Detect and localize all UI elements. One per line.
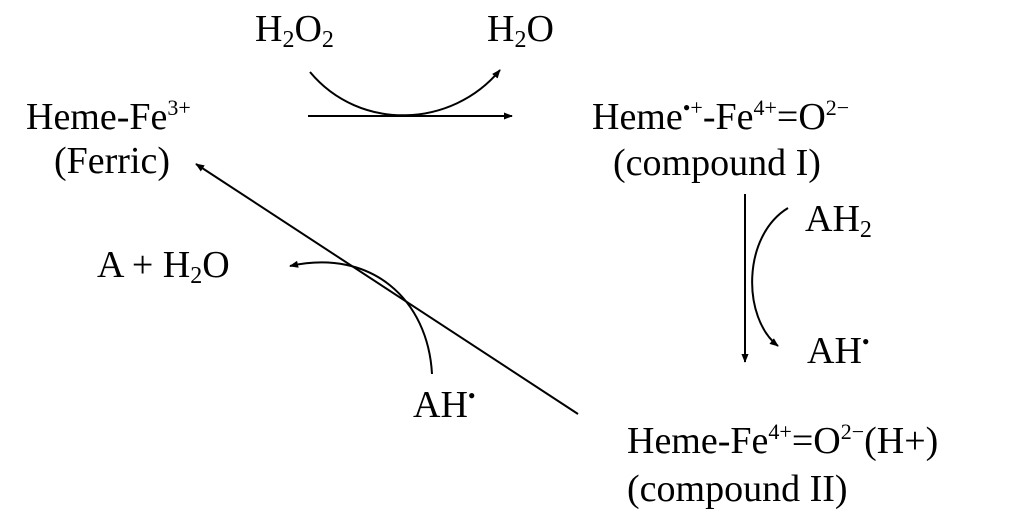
ah2-label: AH2 [805,198,872,243]
compound1-heme: Heme [592,96,683,138]
compound1-name: (compound I) [613,142,821,184]
ah2-base: AH [805,198,860,240]
ferric-state-label: Heme-Fe3+ [26,96,191,138]
compound1-formula-label: Heme•+-Fe4+=O2− [592,96,849,138]
compound2-name-label: (compound II) [627,468,848,510]
arrow-h2o2-to-h2o [309,69,501,117]
h2o2-label: H2O2 [255,8,334,53]
ferric-heme-fe: Heme-Fe [26,96,168,138]
a-plus-h: A + H [97,244,191,286]
h2o2-sub1: 2 [282,27,295,53]
compound1-name-label: (compound I) [613,142,821,184]
ferric-charge: 3+ [167,95,191,120]
ah-right-radical-dot: • [861,329,870,354]
compound1-radical-cation: •+ [682,95,703,120]
arrow-compound2-to-ferric [195,163,579,415]
compound2-name: (compound II) [627,468,848,510]
compound1-oxo: =O [776,96,826,138]
ah-radical-left-label: AH• [413,384,476,426]
arrow-ah2-to-ah-radical [751,207,789,347]
ah-left-radical-dot: • [467,383,476,408]
h2o-h: H [487,8,515,50]
ferric-name: (Ferric) [54,140,171,182]
ah-right-base: AH [807,330,862,372]
h2o-sub: 2 [514,27,527,53]
compound2-heme-fe: Heme-Fe [627,420,769,462]
ah-left-base: AH [413,384,468,426]
compound2-formula-label: Heme-Fe4+=O2−(H+) [627,420,938,462]
a-plus-h2o-sub: 2 [190,263,203,289]
compound1-oxo-charge: 2− [825,95,850,120]
compound2-oxo: =O [791,420,841,462]
h2o-o: O [526,8,554,50]
compound2-proton: (H+) [864,420,939,462]
h2o2-sub2: 2 [321,27,334,53]
compound1-fe: -Fe [702,96,754,138]
ferric-name-label: (Ferric) [54,140,170,182]
ah-radical-right-label: AH• [807,330,870,372]
h2o-product-label: H2O [487,8,554,53]
h2o2-h: H [255,8,283,50]
h2o2-o: O [294,8,322,50]
compound1-fe-charge: 4+ [753,95,777,120]
a-plus-h2o-o: O [202,244,230,286]
compound2-fe-charge: 4+ [768,419,792,444]
a-plus-h2o-label: A + H2O [97,244,230,289]
ah2-sub: 2 [859,217,872,243]
compound2-oxo-charge: 2− [840,419,865,444]
arrow-ah-radical-to-a-h2o [289,260,433,375]
